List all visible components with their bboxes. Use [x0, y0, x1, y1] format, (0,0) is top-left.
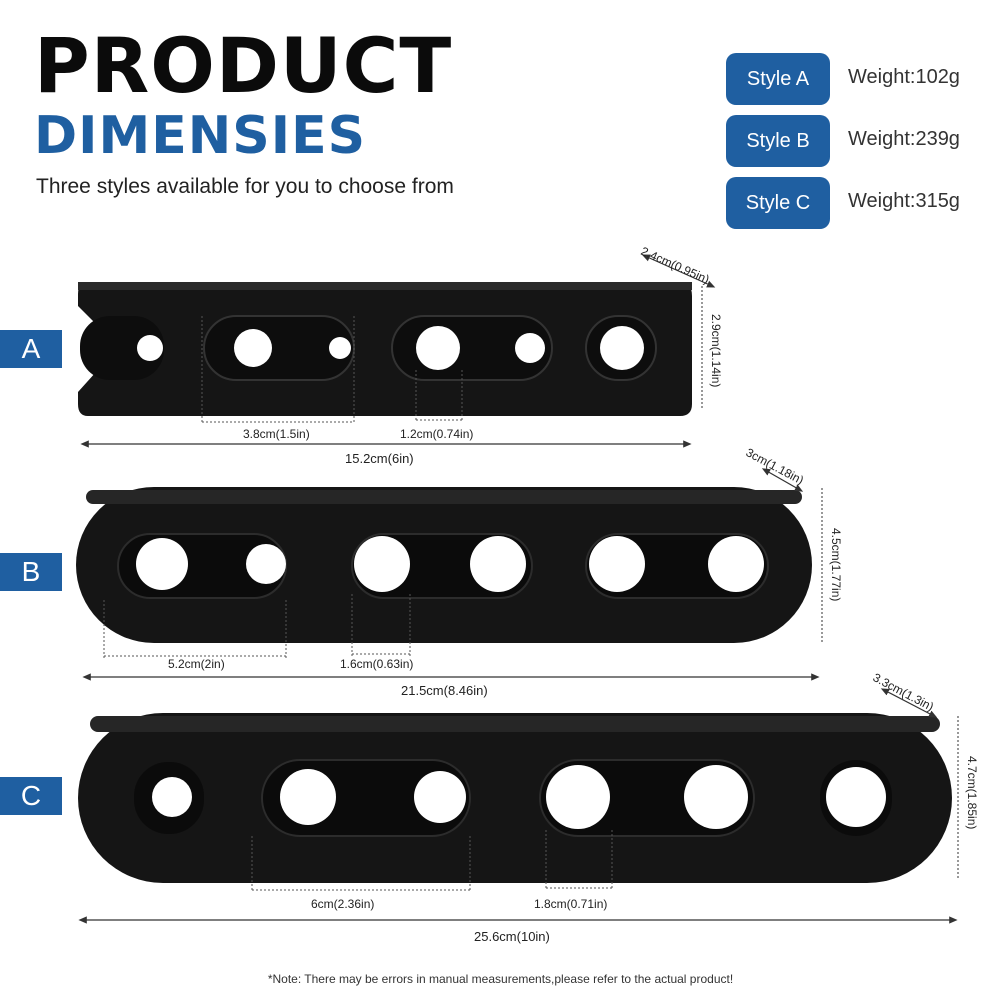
style-a-weight: Weight:102g	[848, 66, 960, 88]
tag-c: C	[0, 777, 62, 815]
b-slot-label: 5.2cm(2in)	[168, 657, 225, 671]
style-b-row: Style B Weight:239g	[726, 115, 986, 167]
product-a-image	[78, 282, 692, 416]
style-b-badge[interactable]: Style B	[726, 115, 830, 167]
style-b-weight: Weight:239g	[848, 128, 960, 150]
style-c-row: Style C Weight:315g	[726, 177, 986, 229]
product-b-image	[76, 487, 812, 643]
title-dimensies: DIMENSIES	[34, 106, 367, 166]
a-depth-label: 2.4cm(0.95in)	[639, 244, 712, 287]
product-c-image	[78, 713, 952, 883]
c-slot-label: 6cm(2.36in)	[311, 897, 374, 911]
c-length-label: 25.6cm(10in)	[474, 929, 550, 944]
c-height-label: 4.7cm(1.85in)	[965, 756, 979, 829]
tag-b: B	[0, 553, 62, 591]
a-length-label: 15.2cm(6in)	[345, 451, 414, 466]
style-c-badge[interactable]: Style C	[726, 177, 830, 229]
a-hole-label: 1.2cm(0.74in)	[400, 427, 473, 441]
a-slot-label: 3.8cm(1.5in)	[243, 427, 310, 441]
c-hole-label: 1.8cm(0.71in)	[534, 897, 607, 911]
disclaimer-note: *Note: There may be errors in manual mea…	[267, 972, 734, 986]
b-depth-label: 3cm(1.18in)	[744, 445, 807, 487]
c-depth-label: 3.3cm(1.3in)	[871, 670, 936, 714]
b-hole-label: 1.6cm(0.63in)	[340, 657, 413, 671]
style-a-row: Style A Weight:102g	[726, 53, 986, 105]
title-product: PRODUCT	[34, 21, 453, 110]
b-height-label: 4.5cm(1.77in)	[829, 528, 843, 601]
subtitle: Three styles available for you to choose…	[36, 175, 454, 198]
b-length-label: 21.5cm(8.46in)	[401, 683, 488, 698]
style-a-badge[interactable]: Style A	[726, 53, 830, 105]
tag-a: A	[0, 330, 62, 368]
style-c-weight: Weight:315g	[848, 190, 960, 212]
a-height-label: 2.9cm(1.14in)	[709, 314, 723, 387]
